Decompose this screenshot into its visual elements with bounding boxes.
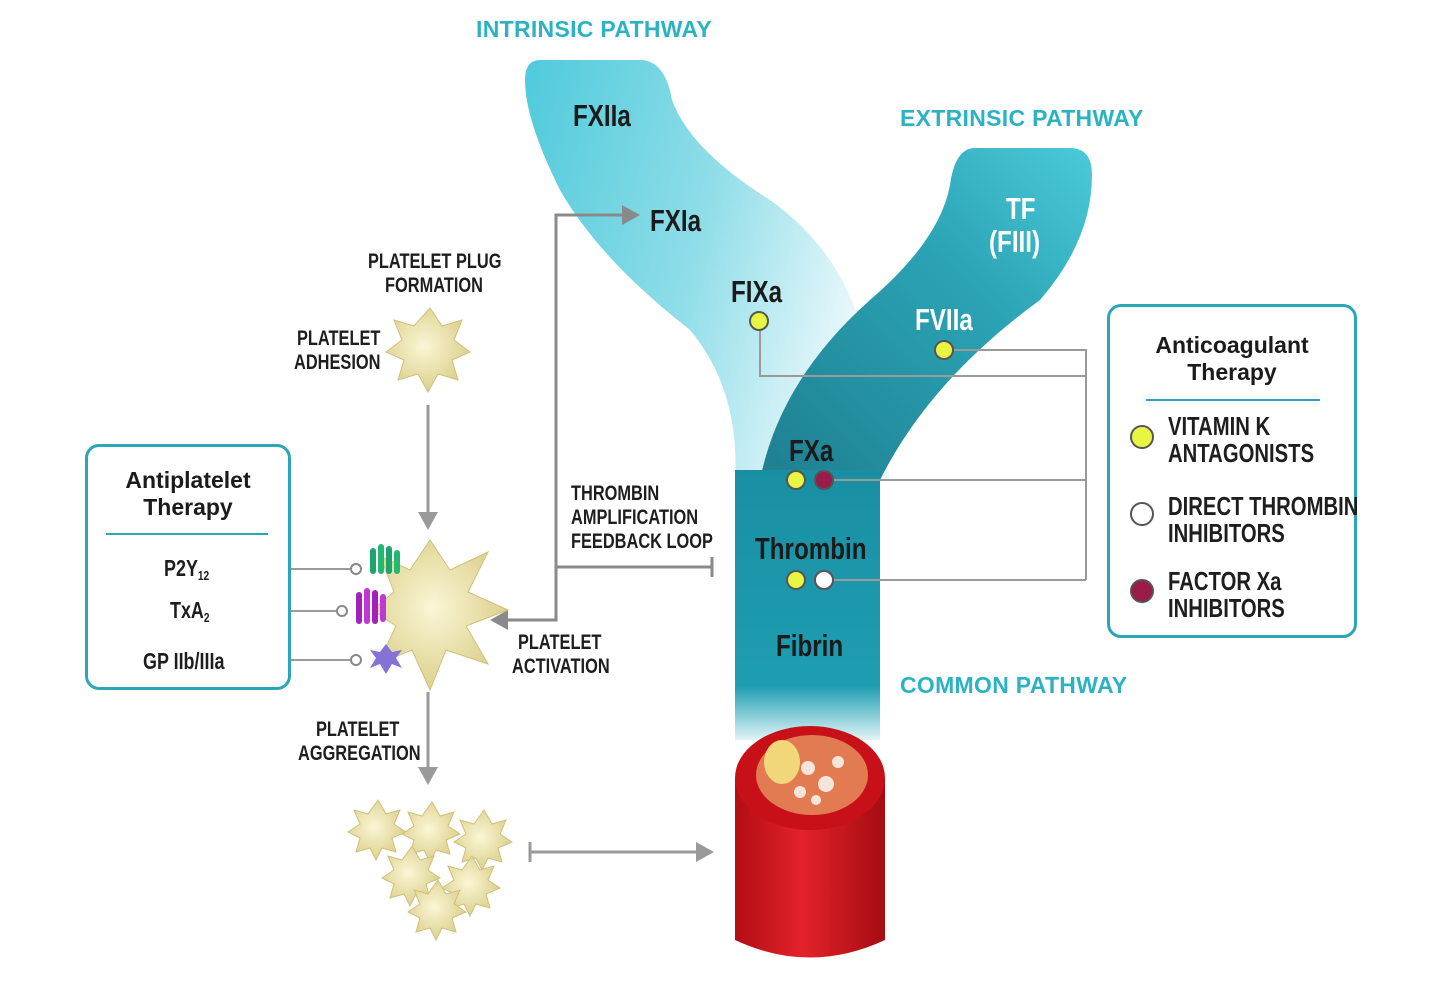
resting-platelet-icon (385, 307, 471, 394)
feedback-label-3: FEEDBACK LOOP (571, 530, 713, 553)
aggregation-label-1: PLATELET (316, 718, 400, 741)
anticoagulant-therapy-box: Anticoagulant Therapy VITAMIN K ANTAGONI… (1107, 304, 1359, 638)
thrombin-vitamin-k-dot (786, 570, 806, 590)
anticoagulant-title-1: Anticoagulant (1155, 332, 1309, 358)
factor-fxiia: FXIIa (573, 98, 631, 133)
txa2-base: TxA (170, 597, 204, 623)
feedback-label-1: THROMBIN (571, 482, 660, 505)
fxa-factor-xa-inhibitor-dot (814, 470, 834, 490)
fixa-vitamin-k-dot (749, 311, 769, 331)
activation-label-1: PLATELET (518, 631, 602, 654)
antiplatelet-therapy-box: Antiplatelet Therapy P2Y12 TxA2 GP IIb/I… (85, 444, 291, 690)
aggregated-platelets-icon (347, 799, 514, 942)
factor-thrombin: Thrombin (755, 531, 867, 566)
intrinsic-pathway-heading: INTRINSIC PATHWAY (476, 16, 712, 42)
anticoagulant-divider (1146, 399, 1320, 401)
anticoagulant-connectors (759, 322, 1087, 581)
thrombin-direct-inhibitor-dot (814, 570, 834, 590)
antiplatelet-divider (106, 533, 268, 535)
p2y12-label: P2Y12 (164, 555, 209, 583)
common-pathway-heading: COMMON PATHWAY (900, 672, 1128, 698)
antiplatelet-title-2: Therapy (143, 494, 233, 520)
factor-tf: TF (1006, 191, 1036, 226)
extrinsic-pathway-band (760, 148, 1092, 480)
antiplatelet-title-1: Antiplatelet (125, 467, 251, 493)
vitamin-k-legend-dot (1130, 425, 1154, 449)
anticoagulant-title-2: Therapy (1187, 359, 1277, 385)
activation-label-2: ACTIVATION (512, 655, 610, 678)
factor-fiii: (FIII) (989, 224, 1041, 259)
factor-fxia: FXIa (650, 203, 702, 238)
common-pathway-band (735, 470, 880, 740)
txa2-receptor-icon (356, 588, 386, 624)
plug-formation-label-2: FORMATION (385, 274, 483, 297)
txa2-label: TxA2 (170, 597, 210, 625)
aggregation-label-2: AGGREGATION (298, 742, 421, 765)
factor-xa-legend-line1: FACTOR Xa (1168, 566, 1282, 596)
direct-thrombin-legend-line1: DIRECT THROMBIN (1168, 491, 1359, 521)
plug-formation-label-1: PLATELET PLUG (368, 250, 502, 273)
txa2-subscript: 2 (203, 610, 210, 625)
gp-iib-iiia-receptor-icon (370, 644, 402, 674)
adhesion-label-2: ADHESION (294, 351, 381, 374)
feedback-label-2: AMPLIFICATION (571, 506, 699, 529)
fviia-vitamin-k-dot (934, 340, 954, 360)
p2y12-base: P2Y (164, 555, 198, 581)
factor-fixa: FIXa (731, 274, 783, 309)
vitamin-k-legend-line2: ANTAGONISTS (1168, 438, 1315, 468)
factor-fibrin: Fibrin (776, 628, 844, 663)
factor-fxa: FXa (789, 433, 834, 468)
activated-platelet-icon (371, 539, 510, 692)
direct-thrombin-legend-line2: INHIBITORS (1168, 518, 1285, 548)
fxa-vitamin-k-dot (786, 470, 806, 490)
factor-fviia: FVIIa (915, 302, 973, 337)
blood-vessel-icon (735, 726, 885, 958)
factor-xa-legend-dot (1130, 579, 1154, 603)
feedback-loop-arrow (505, 213, 714, 622)
p2y12-receptor-icon (370, 544, 400, 574)
direct-thrombin-legend-dot (1130, 502, 1154, 526)
platelet-flow-arrows (426, 405, 698, 862)
factor-xa-legend-line2: INHIBITORS (1168, 593, 1285, 623)
p2y12-subscript: 12 (197, 568, 210, 583)
extrinsic-pathway-heading: EXTRINSIC PATHWAY (900, 105, 1144, 131)
gp-iib-iiia-label: GP IIb/IIIa (143, 648, 225, 674)
vitamin-k-legend-line1: VITAMIN K (1168, 411, 1271, 441)
adhesion-label-1: PLATELET (297, 327, 381, 350)
